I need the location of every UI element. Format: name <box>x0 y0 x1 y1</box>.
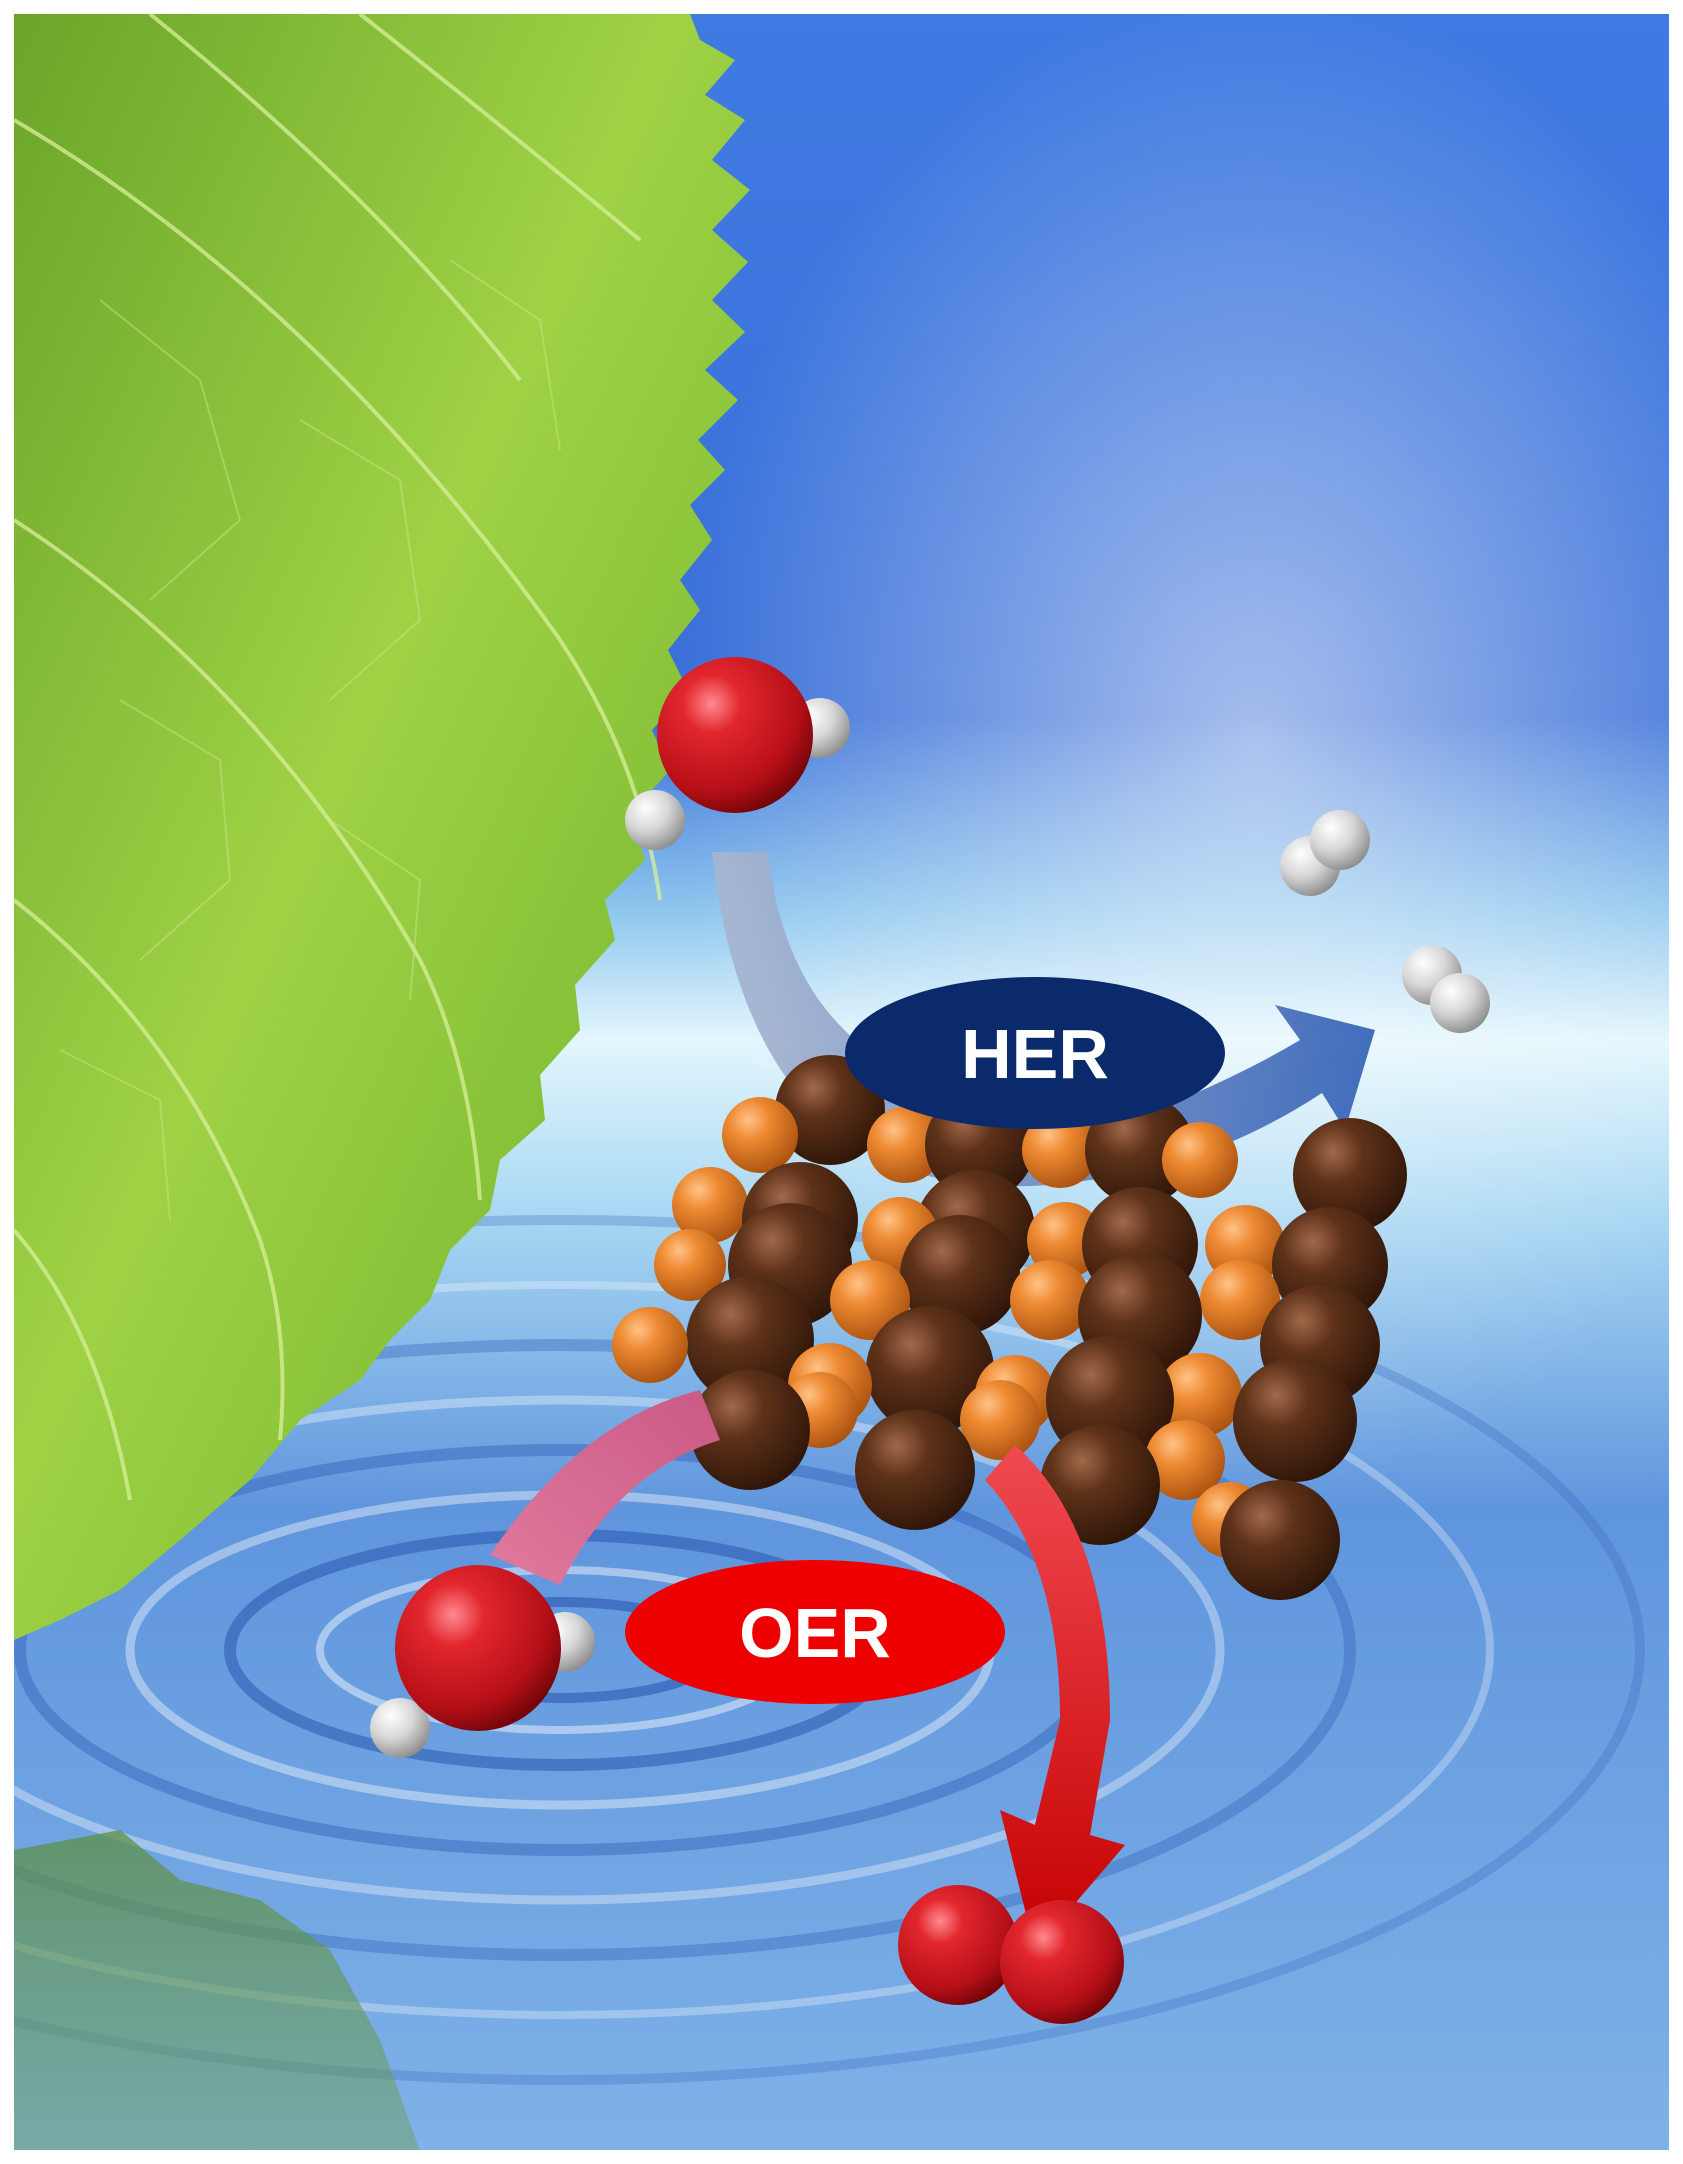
oer-badge: OER <box>625 1560 1005 1704</box>
nonmetal-atom <box>1158 1353 1242 1437</box>
oer-arrow <box>985 1445 1125 1950</box>
nonmetal-atom <box>654 1229 726 1301</box>
oer-label: OER <box>739 1594 891 1672</box>
metal-atom <box>686 1276 814 1404</box>
water-ripples <box>0 1215 1645 2085</box>
metal-atom <box>900 1215 1020 1335</box>
leaf-reflection <box>14 1830 420 2151</box>
metal-atom <box>855 1410 975 1530</box>
nonmetal-atom <box>1022 1112 1098 1188</box>
nonmetal-atom <box>722 1097 798 1173</box>
metal-atom <box>1040 1425 1160 1545</box>
oer-arc <box>490 1390 720 1585</box>
h2-molecule-1 <box>1280 810 1370 896</box>
nonmetal-atom <box>830 1260 910 1340</box>
o2-molecule <box>898 1885 1124 2024</box>
her-badge: HER <box>845 977 1225 1129</box>
water-molecule-bottom <box>370 1565 595 1758</box>
metal-atom <box>1220 1480 1340 1600</box>
nonmetal-atom <box>672 1167 748 1243</box>
metal-atom <box>1293 1118 1407 1232</box>
metal-atom <box>1233 1358 1357 1482</box>
nonmetal-atom <box>612 1307 688 1383</box>
nonmetal-atom <box>867 1107 943 1183</box>
nonmetal-atom <box>1200 1260 1280 1340</box>
catalyst-cluster <box>612 1055 1407 1600</box>
nonmetal-atom <box>960 1380 1040 1460</box>
leaf <box>12 12 750 1640</box>
her-label: HER <box>961 1015 1109 1093</box>
nonmetal-atom <box>1145 1420 1225 1500</box>
metal-atom <box>866 1306 994 1434</box>
nonmetal-atom <box>1010 1260 1090 1340</box>
water-molecule-top <box>625 657 850 850</box>
metal-atom <box>690 1370 810 1490</box>
h2-molecule-2 <box>1402 945 1490 1033</box>
metal-atom <box>775 1055 885 1165</box>
nonmetal-atom <box>1162 1122 1238 1198</box>
